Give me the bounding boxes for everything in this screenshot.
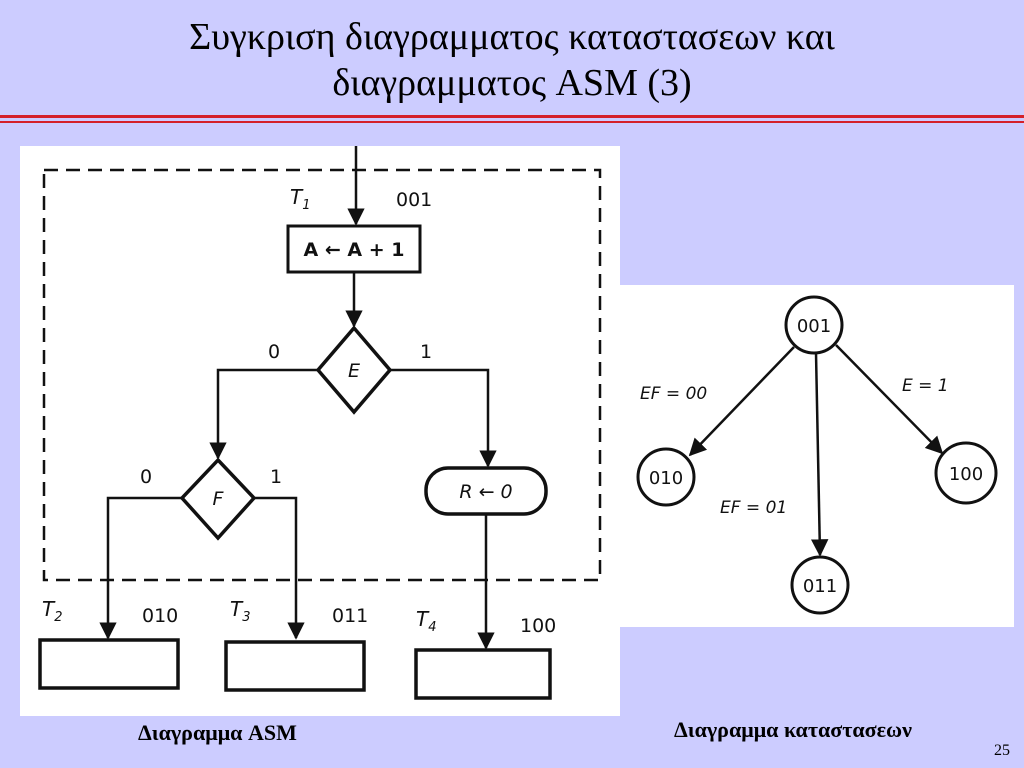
slide-title-line-2: διαγραμματος ASM (3) — [332, 62, 692, 104]
edge-001-to-100 — [835, 344, 944, 455]
state-t2-label: T2 — [42, 597, 63, 625]
state-t3-code: 011 — [332, 605, 368, 627]
decision-f-diamond — [179, 457, 257, 541]
state-t4-box — [414, 648, 552, 700]
title-rule-top — [0, 115, 1024, 118]
decision-e-zero-label: 0 — [268, 341, 280, 363]
slide-title: Συγκριση διαγραμματος καταστασεων και δι… — [0, 14, 1024, 106]
decision-f-one-label: 1 — [270, 466, 282, 488]
state-node-001-label: 001 — [797, 316, 831, 337]
asm-diagram-caption: Διαγραμμα ASM — [138, 720, 297, 745]
conditional-output-label: R ← 0 — [459, 481, 512, 503]
arrow-e0-to-f — [209, 368, 318, 460]
state-node-100-label: 100 — [949, 464, 983, 485]
arrow-f0-to-t2 — [99, 496, 182, 640]
edge-001-to-010 — [688, 346, 795, 457]
state-node-011 — [790, 555, 850, 615]
edge-ef00-label: EF = 00 — [640, 384, 707, 404]
edge-001-to-011 — [810, 352, 829, 557]
state-t1-label: T1 — [290, 185, 311, 213]
asm-block-boundary — [42, 168, 602, 582]
state-t4-code: 100 — [520, 615, 556, 637]
state-node-100 — [934, 441, 998, 505]
state-t1-code: 001 — [396, 189, 432, 211]
state-t3-label: T3 — [230, 597, 251, 625]
decision-f-label: F — [213, 488, 225, 510]
arrow-f1-to-t3 — [254, 496, 305, 640]
state-t1-action: A ← A + 1 — [304, 239, 405, 261]
state-t2-box — [38, 638, 180, 690]
state-t4-label: T4 — [416, 607, 437, 635]
slide-title-line-1: Συγκριση διαγραμματος καταστασεων και — [189, 16, 835, 58]
state-diagram-caption: Διαγραμμα καταστασεων — [674, 717, 912, 742]
state-node-001 — [784, 295, 844, 355]
decision-e-diamond — [315, 325, 393, 415]
decision-f-zero-label: 0 — [140, 466, 152, 488]
edge-e1-label: E = 1 — [902, 376, 949, 396]
state-diagram: 001 010 100 011 EF = 00 EF = 01 E = 1 — [636, 295, 998, 615]
state-node-010 — [636, 447, 696, 507]
decision-e-label: E — [348, 360, 360, 382]
asm-diagram-panel: T1 001 A ← A + 1 E 0 1 F 0 1 R ← 0 T2 01… — [20, 146, 620, 716]
decision-e-one-label: 1 — [420, 341, 432, 363]
state-diagram-panel: 001 010 100 011 EF = 00 EF = 01 E = 1 — [620, 285, 1014, 627]
state-t2-code: 010 — [142, 605, 178, 627]
edge-ef01-label: EF = 01 — [720, 498, 787, 518]
state-node-010-label: 010 — [649, 468, 683, 489]
state-t3-box — [224, 640, 366, 692]
arrow-e1-to-output — [390, 368, 497, 468]
title-rule-bottom — [0, 121, 1024, 123]
asm-diagram: T1 001 A ← A + 1 E 0 1 F 0 1 R ← 0 T2 01… — [38, 146, 602, 700]
state-node-011-label: 011 — [803, 576, 837, 597]
page-number: 25 — [994, 742, 1010, 759]
